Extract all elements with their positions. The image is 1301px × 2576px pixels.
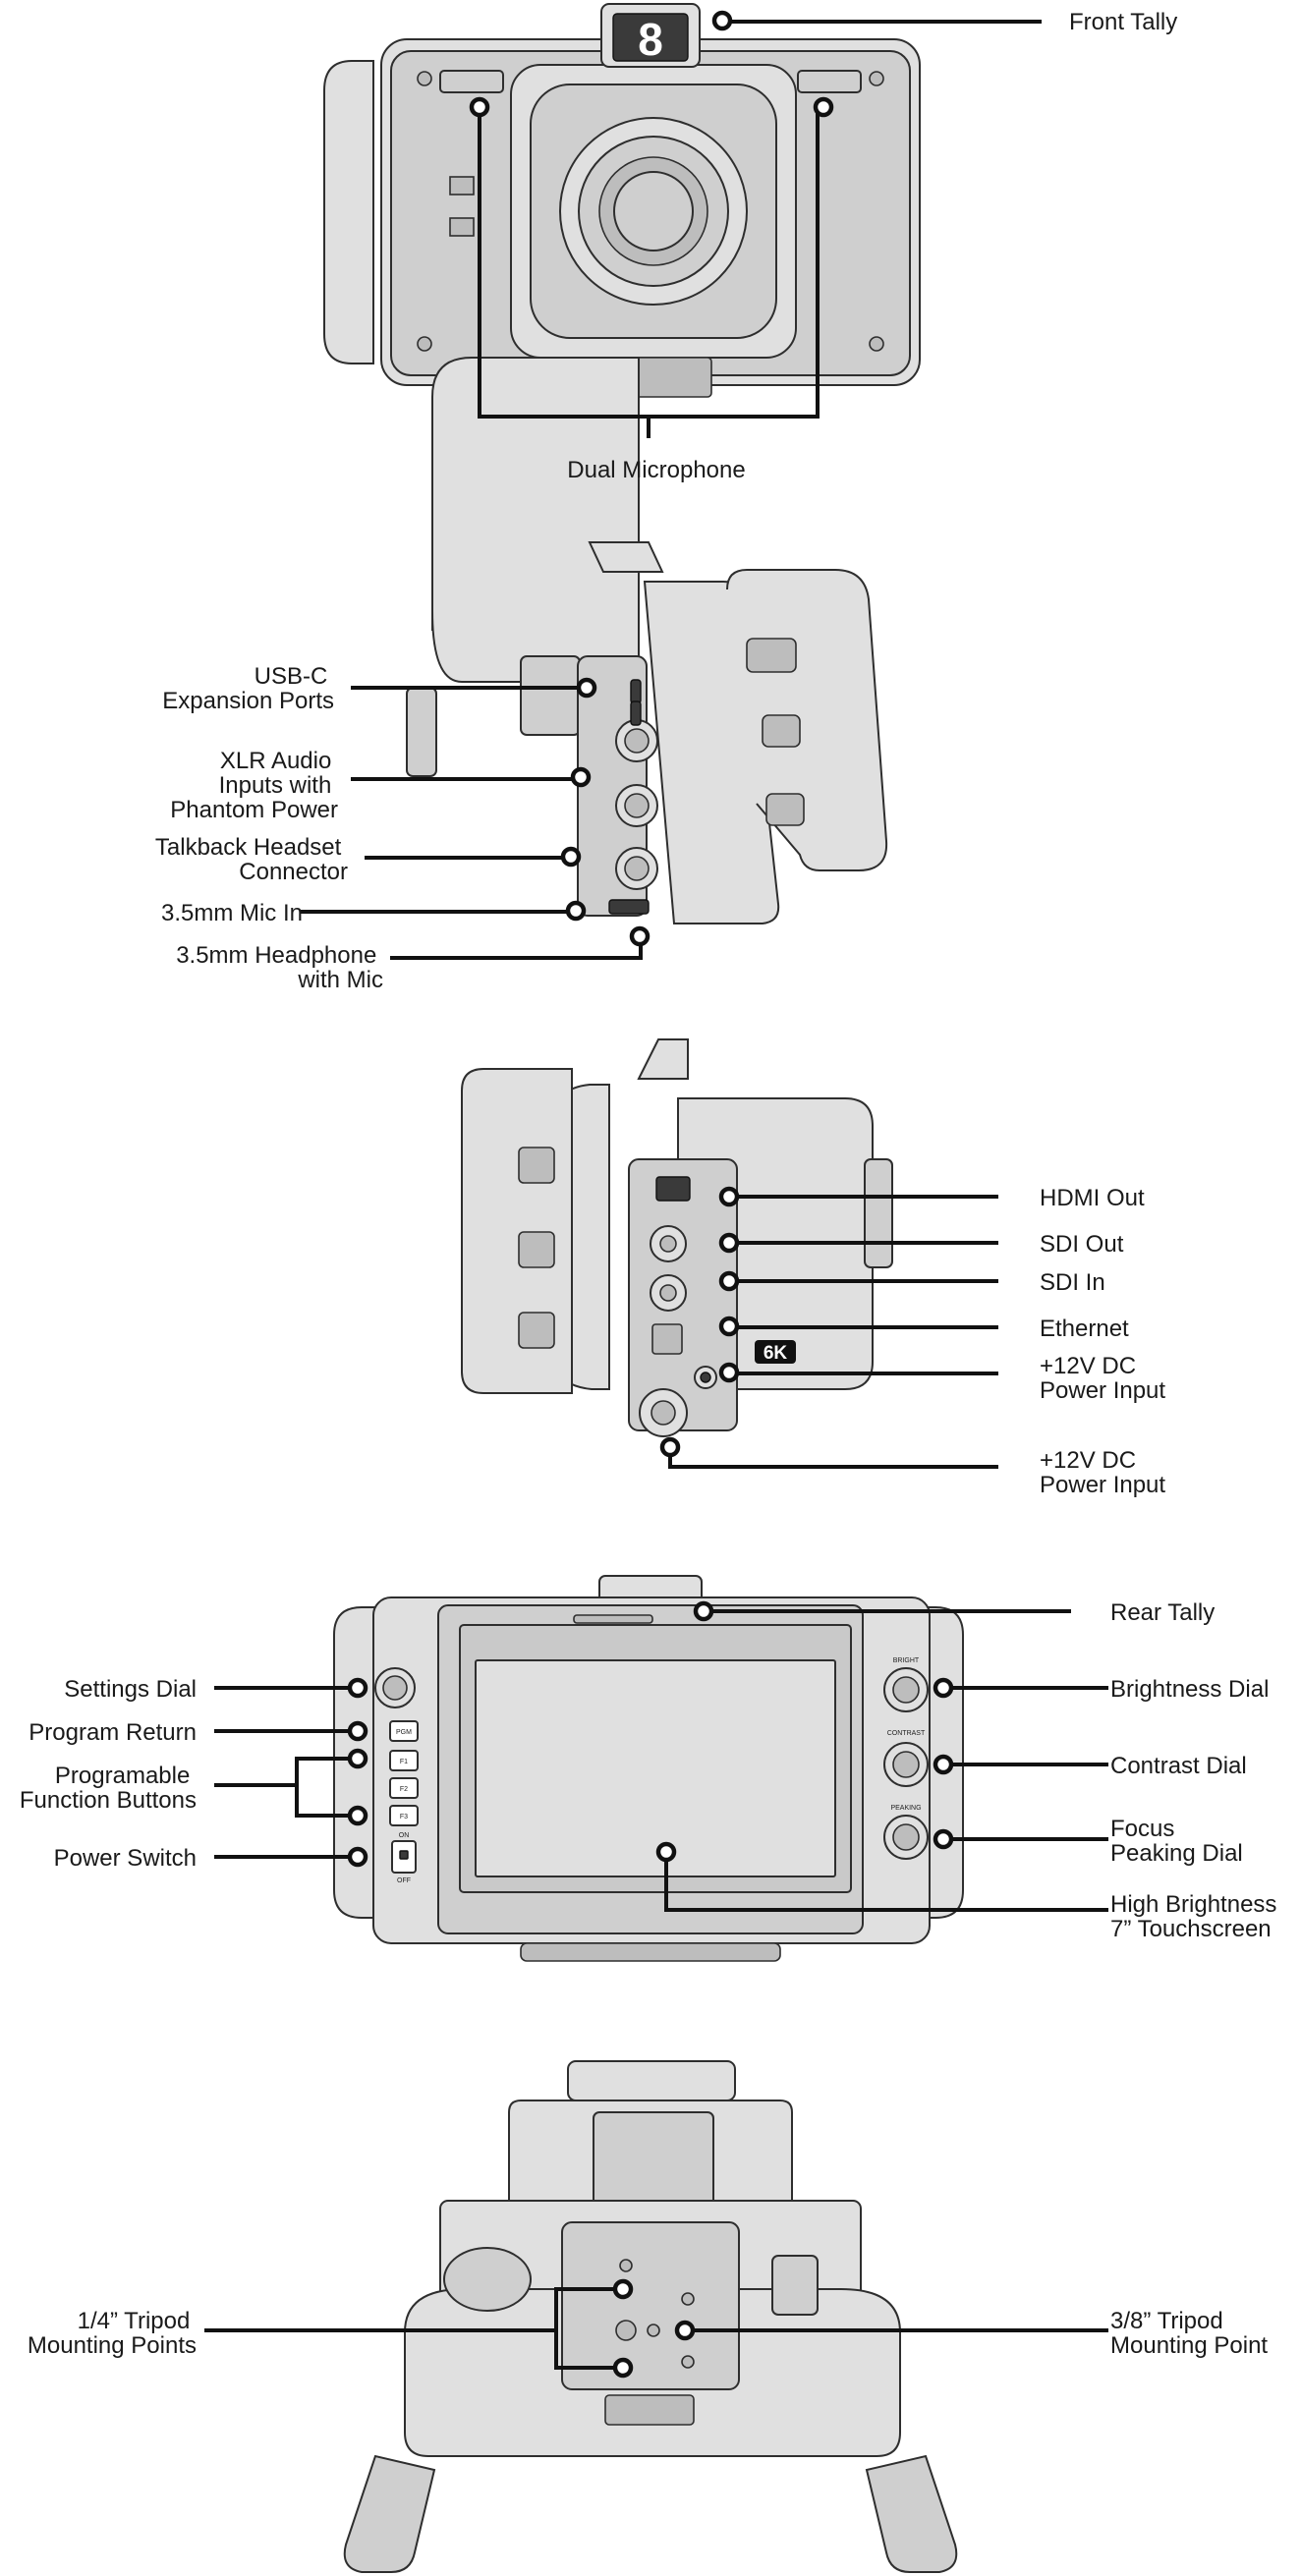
label-dual-microphone: Dual Microphone: [567, 457, 745, 483]
button-f2-label: F2: [400, 1786, 408, 1793]
label-dc-power-input-1: +12V DC Power Input: [1040, 1353, 1165, 1404]
label-usb-c-expansion-ports: USB-C Expansion Ports: [162, 663, 334, 714]
switch-on-label: ON: [399, 1832, 410, 1839]
switch-off-label: OFF: [397, 1877, 411, 1884]
labels: Front Tally Dual Microphone USB-C Expans…: [20, 9, 1283, 2359]
label-ethernet: Ethernet: [1040, 1316, 1129, 1342]
label-three-eighth-mounting-point: 3/8” Tripod Mounting Point: [1110, 2308, 1268, 2359]
label-front-tally: Front Tally: [1069, 9, 1177, 35]
label-talkback-headset-connector: Talkback Headset Connector: [155, 834, 348, 885]
label-dc-power-input-2: +12V DC Power Input: [1040, 1447, 1165, 1498]
front-tally-number: 8: [638, 14, 663, 65]
dial-peaking-label: PEAKING: [890, 1805, 921, 1812]
label-mic-in: 3.5mm Mic In: [161, 900, 303, 926]
callout-markers: [347, 10, 954, 2379]
label-sdi-in: SDI In: [1040, 1269, 1105, 1296]
button-f3-label: F3: [400, 1814, 408, 1820]
label-focus-peaking-dial: Focus Peaking Dial: [1110, 1816, 1243, 1867]
front-view: 8: [323, 3, 921, 398]
label-contrast-dial: Contrast Dial: [1110, 1753, 1247, 1779]
label-hdmi-out: HDMI Out: [1040, 1185, 1145, 1211]
label-brightness-dial: Brightness Dial: [1110, 1676, 1269, 1703]
right-side-view: 6K: [461, 1038, 893, 1437]
bottom-view: [343, 2060, 958, 2573]
button-pgm-label: PGM: [396, 1729, 412, 1736]
label-power-switch: Power Switch: [54, 1845, 197, 1872]
label-quarter-inch-mounting-points: 1/4” Tripod Mounting Points: [28, 2308, 197, 2359]
label-sdi-out: SDI Out: [1040, 1231, 1124, 1258]
6k-badge: 6K: [764, 1343, 788, 1364]
label-headphone-with-mic: 3.5mm Headphone with Mic: [176, 942, 383, 993]
label-touchscreen: High Brightness 7” Touchscreen: [1110, 1891, 1283, 1942]
label-program-return: Program Return: [28, 1719, 197, 1746]
dial-contrast-label: CONTRAST: [887, 1730, 926, 1737]
rear-view: PGM F1 F2 F3 ON OFF BRIGHT CONTRAST PEAK…: [333, 1575, 964, 1962]
label-rear-tally: Rear Tally: [1110, 1599, 1215, 1626]
leader-lines: [204, 20, 1108, 2370]
label-programable-function-buttons: Programable Function Buttons: [20, 1763, 197, 1814]
dial-bright-label: BRIGHT: [893, 1657, 920, 1664]
label-settings-dial: Settings Dial: [64, 1676, 197, 1703]
label-xlr-audio-inputs: XLR Audio Inputs with Phantom Power: [170, 748, 338, 823]
left-side-view: [406, 357, 888, 924]
button-f1-label: F1: [400, 1759, 408, 1765]
